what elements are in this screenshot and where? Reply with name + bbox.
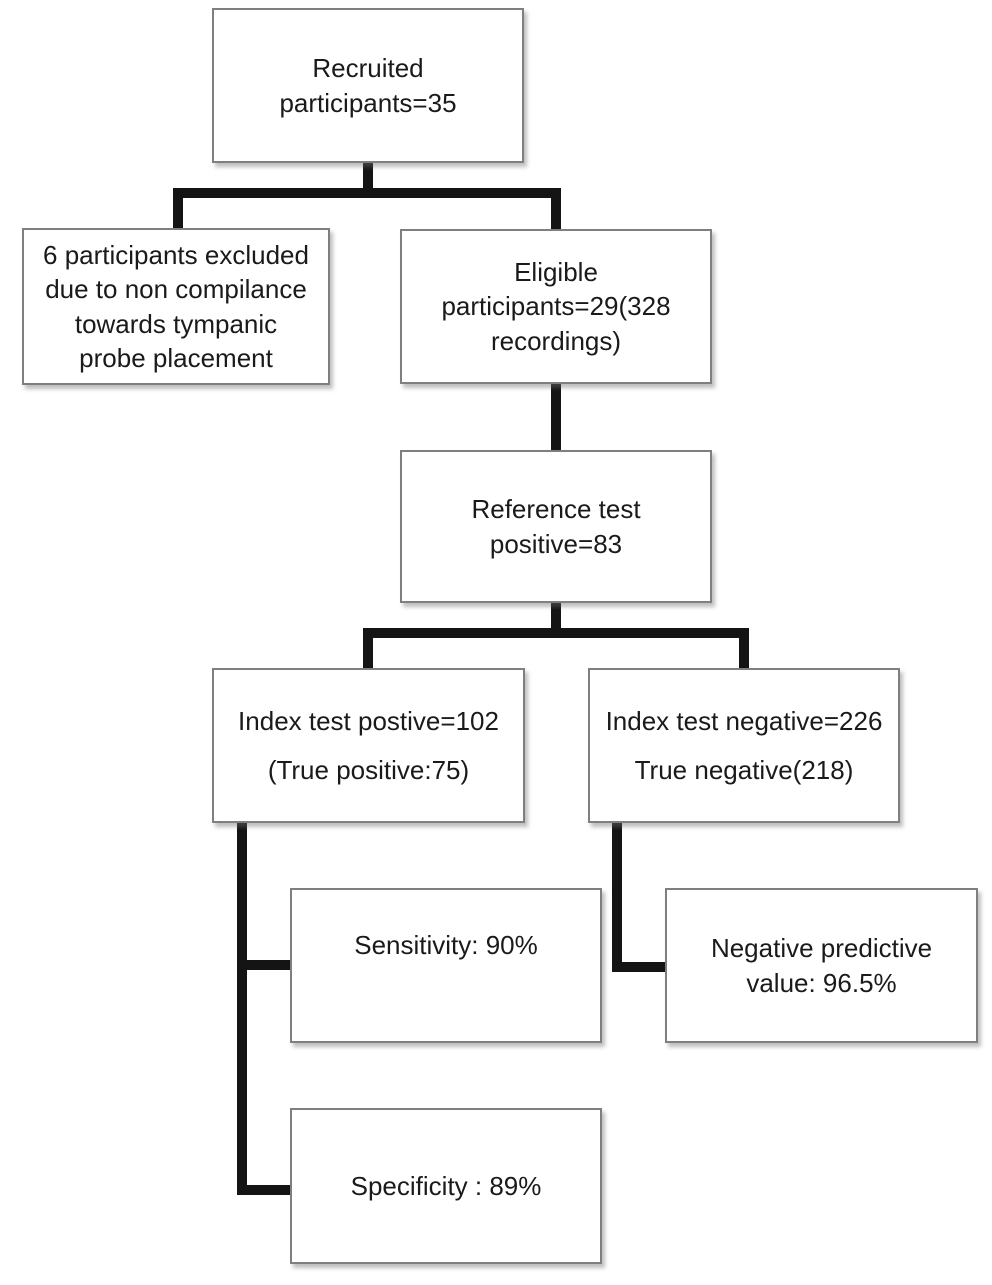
npv-line-2: value: 96.5%	[746, 967, 897, 998]
connector-to-index-positive	[363, 628, 373, 672]
connector-index-positive-down	[237, 821, 247, 1195]
eligible-line-2: participants=29(328	[441, 291, 671, 322]
excluded-line-1: 6 participants excluded	[43, 239, 309, 270]
negative-predictive-value-box: Negative predictive value: 96.5%	[665, 888, 978, 1043]
connector-recruited-down	[363, 162, 373, 194]
reference-line-2: positive=83	[489, 528, 623, 559]
index-test-positive-text: Index test postive=102 (True positive:75…	[214, 704, 523, 788]
connector-to-npv	[612, 962, 668, 972]
excluded-line-3: towards tympanic	[74, 308, 278, 339]
excluded-line-4: probe placement	[79, 342, 273, 373]
excluded-participants-box: 6 participants excluded due to non compi…	[22, 228, 330, 385]
index-positive-line-2: (True positive:75)	[267, 755, 470, 785]
eligible-line-1: Eligible	[514, 257, 598, 288]
sensitivity-text: Sensitivity: 90%	[292, 928, 600, 962]
connector-branch-index-horizontal	[363, 628, 749, 638]
index-test-negative-text: Index test negative=226 True negative(21…	[590, 704, 898, 788]
recruited-participants-text: Recruited participants=35	[214, 51, 522, 120]
connector-index-negative-down	[612, 821, 622, 972]
recruited-participants-box: Recruited participants=35	[212, 8, 524, 163]
connector-eligible-to-reference	[551, 382, 561, 452]
index-test-negative-box: Index test negative=226 True negative(21…	[588, 668, 900, 823]
index-negative-line-2: True negative(218)	[634, 755, 854, 785]
connector-to-sensitivity	[237, 960, 293, 970]
specificity-line-1: Specificity : 89%	[350, 1170, 542, 1201]
excluded-line-2: due to non compilance	[45, 274, 307, 305]
index-positive-line-1: Index test postive=102	[238, 705, 499, 736]
specificity-box: Specificity : 89%	[290, 1108, 602, 1264]
sensitivity-box: Sensitivity: 90%	[290, 888, 602, 1043]
reference-line-1: Reference test	[471, 494, 641, 525]
connector-to-index-negative	[739, 628, 749, 672]
reference-test-positive-text: Reference test positive=83	[402, 492, 710, 561]
npv-line-1: Negative predictive	[710, 933, 933, 964]
eligible-line-3: recordings)	[490, 325, 622, 356]
eligible-participants-text: Eligible participants=29(328 recordings)	[402, 255, 710, 358]
connector-to-excluded	[173, 188, 183, 232]
recruited-line-2: participants=35	[279, 87, 457, 118]
recruited-line-1: Recruited	[312, 53, 424, 84]
connector-to-eligible	[551, 188, 561, 232]
index-negative-line-1: Index test negative=226	[605, 705, 883, 736]
sensitivity-line-1: Sensitivity: 90%	[354, 930, 538, 961]
connector-to-specificity	[237, 1185, 293, 1195]
eligible-participants-box: Eligible participants=29(328 recordings)	[400, 229, 712, 384]
connector-branch-top-horizontal	[173, 188, 561, 198]
specificity-text: Specificity : 89%	[292, 1169, 600, 1203]
index-test-positive-box: Index test postive=102 (True positive:75…	[212, 668, 525, 823]
connector-reference-down	[551, 601, 561, 638]
reference-test-positive-box: Reference test positive=83	[400, 450, 712, 603]
negative-predictive-value-text: Negative predictive value: 96.5%	[667, 931, 976, 1000]
excluded-participants-text: 6 participants excluded due to non compi…	[24, 238, 328, 375]
